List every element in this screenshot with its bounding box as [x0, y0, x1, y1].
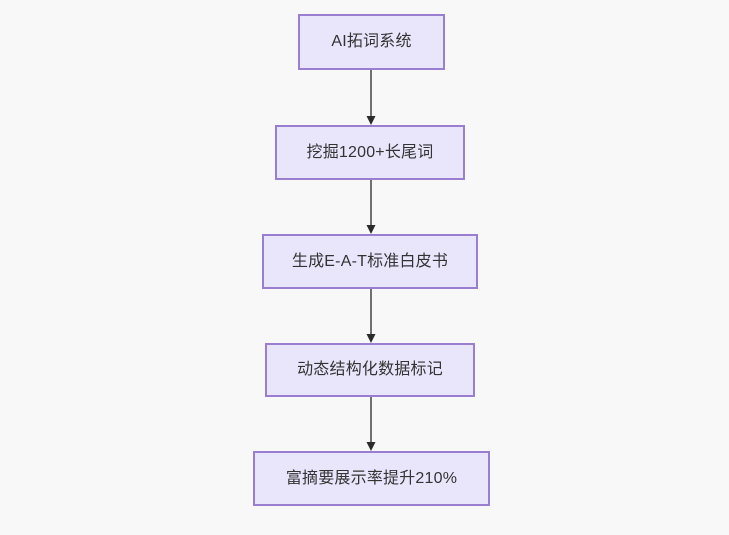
- flow-node-label: AI拓词系统: [331, 33, 412, 51]
- flow-edge: [366, 397, 376, 451]
- flow-node-n5[interactable]: 富摘要展示率提升210%: [253, 451, 490, 506]
- flow-edge: [366, 70, 376, 125]
- arrowhead-icon: [366, 116, 376, 125]
- flow-node-n3[interactable]: 生成E-A-T标准白皮书: [262, 234, 478, 289]
- arrowhead-icon: [366, 442, 376, 451]
- flow-node-label: 富摘要展示率提升210%: [285, 469, 458, 487]
- arrowhead-icon: [366, 225, 376, 234]
- flow-edge: [366, 289, 376, 343]
- flow-edge: [366, 180, 376, 234]
- flow-node-n2[interactable]: 挖掘1200+长尾词: [275, 125, 465, 180]
- flow-node-label: 挖掘1200+长尾词: [306, 143, 434, 161]
- arrowhead-icon: [366, 334, 376, 343]
- flow-node-n4[interactable]: 动态结构化数据标记: [265, 343, 475, 397]
- flow-node-label: 生成E-A-T标准白皮书: [291, 252, 449, 270]
- flow-node-n1[interactable]: AI拓词系统: [298, 14, 445, 70]
- flow-node-label: 动态结构化数据标记: [297, 361, 443, 379]
